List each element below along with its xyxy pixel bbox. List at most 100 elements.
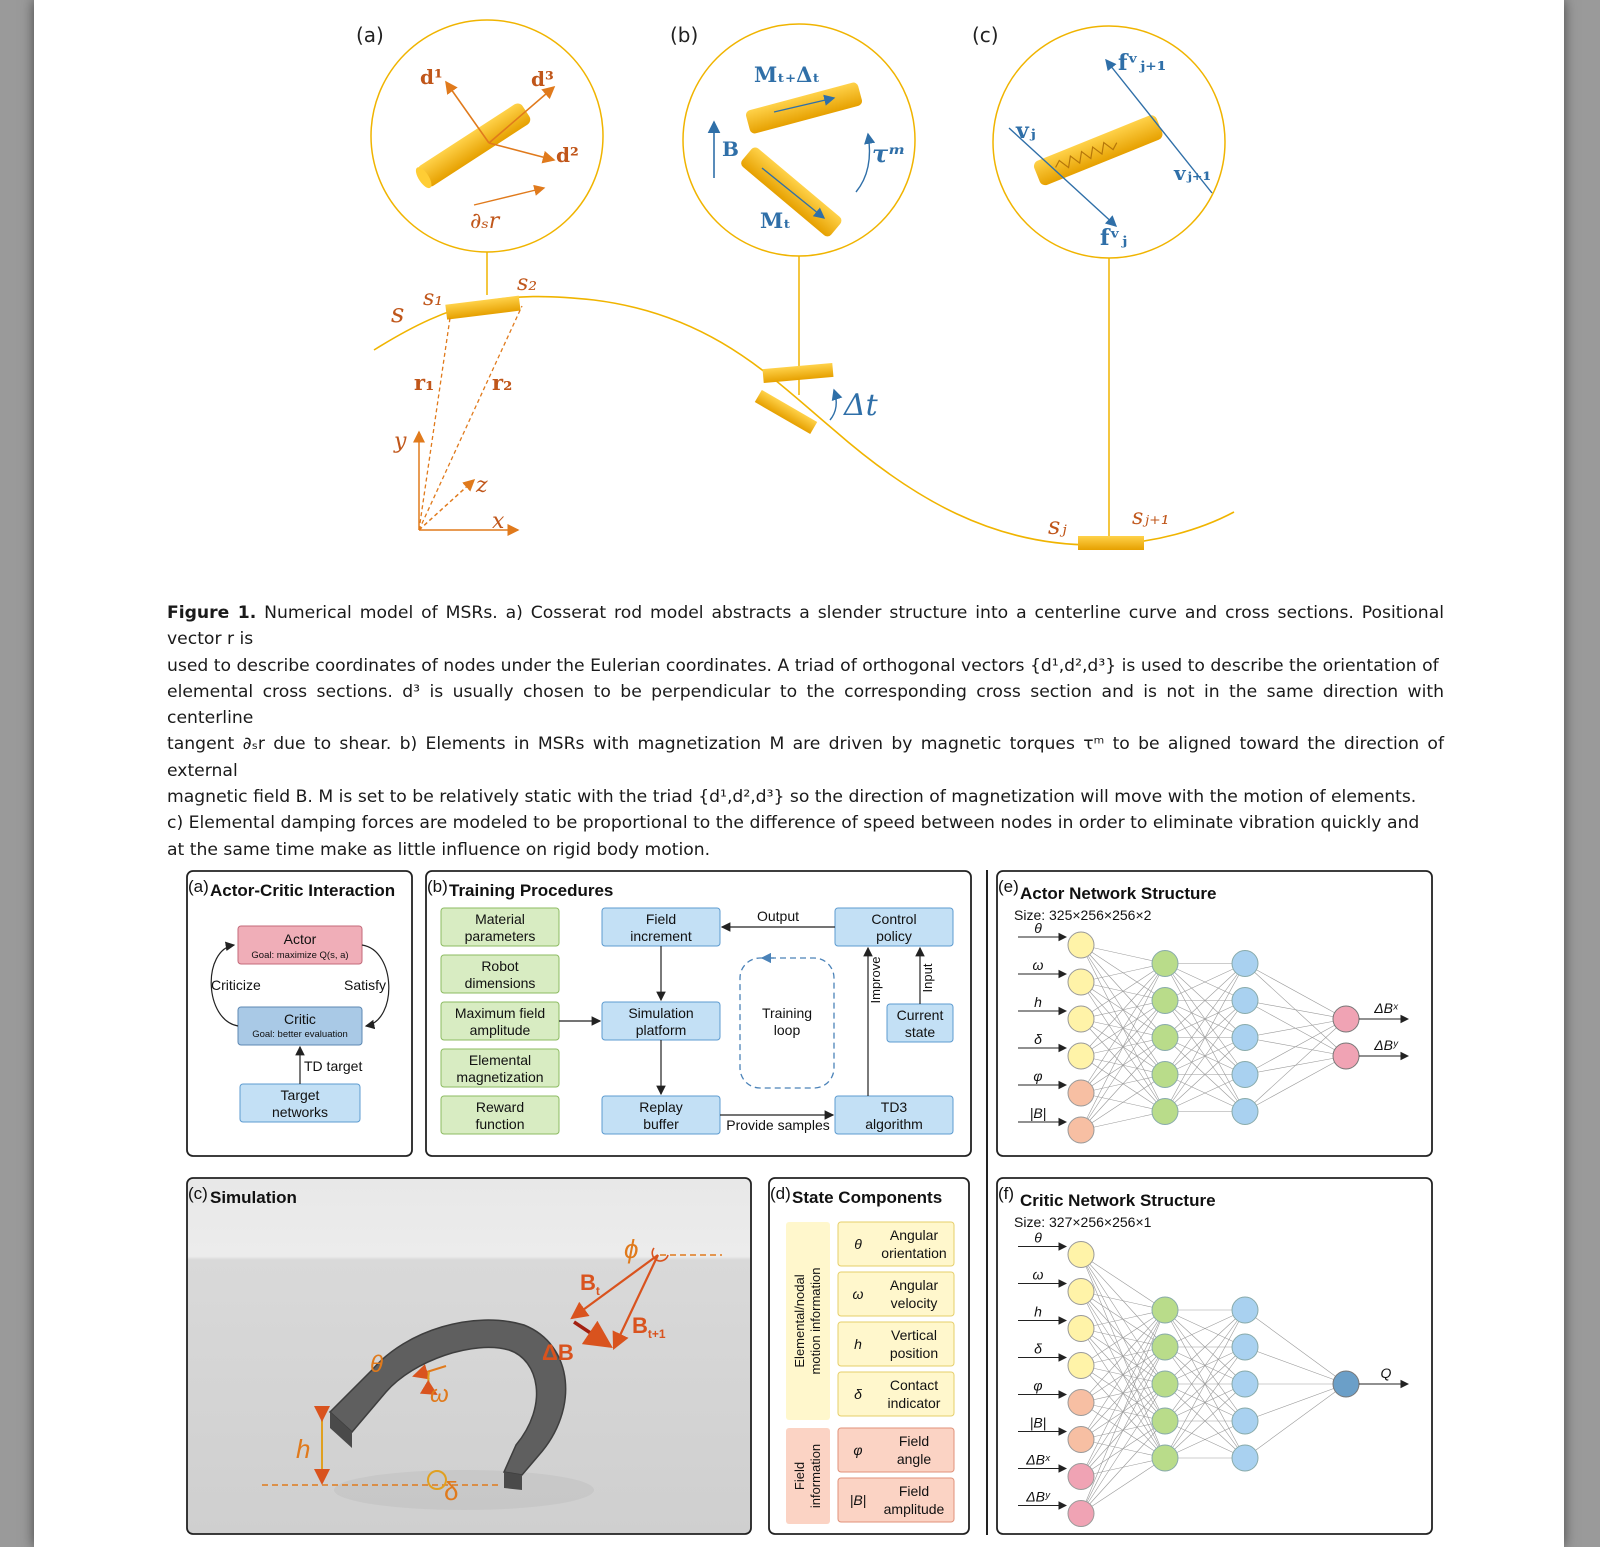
- state-item-symbol: φ: [853, 1442, 862, 1458]
- state-item-label: Field: [899, 1483, 929, 1499]
- network-connection: [1244, 1346, 1347, 1385]
- hidden-neuron-1: [1151, 950, 1179, 977]
- network-connection: [1080, 1000, 1166, 1020]
- input-neuron: [1067, 1005, 1095, 1033]
- label-d1: d¹: [420, 65, 443, 89]
- network-input-label: θ: [1034, 920, 1042, 936]
- network-connection: [1080, 963, 1166, 1020]
- svg-text:algorithm: algorithm: [865, 1116, 923, 1132]
- soft-robot-arch: [328, 1319, 567, 1476]
- state-item-symbol: h: [854, 1336, 862, 1352]
- network-input-label: ΔBʸ: [1025, 1489, 1051, 1505]
- hidden-neuron-2: [1231, 987, 1259, 1014]
- network-connection: [1080, 1037, 1166, 1131]
- network-connection: [1080, 1291, 1166, 1385]
- svg-text:Reward: Reward: [476, 1099, 524, 1115]
- svg-text:Elemental/nodal: Elemental/nodal: [792, 1274, 807, 1367]
- panel-c-title: Simulation: [210, 1188, 297, 1207]
- state-item-symbol: ω: [853, 1286, 864, 1302]
- caption-line-3: elemental cross sections. d³ is usually …: [167, 681, 1444, 729]
- network-connection: [1164, 1383, 1246, 1422]
- network-connection: [1164, 963, 1246, 1001]
- network-connection: [1164, 1000, 1246, 1075]
- network-connection: [1080, 944, 1166, 1001]
- network-connection: [1164, 1383, 1246, 1459]
- svg-text:Maximum field: Maximum field: [455, 1005, 545, 1021]
- input-neuron: [1067, 1116, 1095, 1144]
- network-connection: [1080, 1254, 1166, 1311]
- network-connection: [1164, 1037, 1246, 1075]
- omega-arrow: [419, 1371, 438, 1396]
- network-connection: [1080, 1365, 1166, 1385]
- panel-f-size: Size: 327×256×256×1: [1014, 1214, 1152, 1230]
- panel-f-tag: (f): [998, 1184, 1014, 1203]
- label-v-j: vⱼ: [1015, 118, 1036, 144]
- caption-line-1: Numerical model of MSRs. a) Cosserat rod…: [167, 603, 1445, 650]
- caption-label: Figure 1.: [167, 603, 257, 623]
- network-connection: [1080, 963, 1166, 983]
- bt-label: Bt: [580, 1270, 600, 1298]
- caption-line-7: at the same time make as little influenc…: [167, 839, 711, 860]
- network-input-label: θ: [1034, 1230, 1042, 1246]
- input-neuron: [1067, 1352, 1095, 1379]
- svg-text:TD3: TD3: [881, 1099, 908, 1115]
- current-state-box: [886, 1003, 954, 1043]
- contact-marker: [427, 1470, 447, 1490]
- svg-text:Material: Material: [475, 911, 525, 927]
- network-connection: [1080, 1328, 1166, 1459]
- network-connection: [1164, 1309, 1246, 1459]
- network-connection: [1080, 1000, 1166, 1094]
- network-connection: [1080, 1402, 1166, 1422]
- network-connection: [1244, 1309, 1347, 1385]
- rod-element-b-lower: [754, 389, 818, 435]
- network-connection: [1244, 1383, 1347, 1459]
- state-item-box: [837, 1321, 955, 1367]
- panel-e-frame: [996, 870, 1433, 1157]
- network-connection: [1164, 1309, 1246, 1422]
- figure-1-caption: Figure 1. Numerical model of MSRs. a) Co…: [167, 600, 1444, 863]
- network-connection: [1164, 963, 1246, 1112]
- network-connection: [1080, 1018, 1166, 1075]
- network-input-label: δ: [1034, 1031, 1042, 1047]
- label-s: s: [391, 299, 404, 329]
- input-label: Input: [920, 963, 935, 992]
- panel-d-title: State Components: [792, 1188, 942, 1207]
- output-neuron: [1332, 1005, 1360, 1033]
- label-f-j: fᵛⱼ: [1100, 225, 1127, 251]
- network-connection: [1164, 1000, 1246, 1075]
- state-items: θAngularorientationωAngularvelocityhVert…: [837, 1221, 955, 1523]
- network-connection: [1080, 1309, 1166, 1329]
- network-connection: [1080, 1328, 1166, 1385]
- d3-arrow: [488, 85, 556, 144]
- label-y: y: [393, 429, 407, 454]
- network-connection: [1244, 1018, 1347, 1075]
- network-connection: [1164, 1346, 1246, 1385]
- network-connection: [1164, 1346, 1246, 1422]
- label-dsr: ∂ₛr: [470, 209, 501, 234]
- network-connection: [1244, 1055, 1347, 1075]
- label-m-next: Mₜ₊Δₜ: [754, 62, 820, 87]
- network-input-label: ΔBˣ: [1025, 1452, 1051, 1468]
- replay-buffer-box: [601, 1095, 721, 1135]
- input-neuron: [1067, 1500, 1095, 1527]
- svg-text:Current: Current: [897, 1007, 944, 1023]
- motion-group: [786, 1222, 830, 1420]
- label-dt: Δt: [843, 388, 879, 423]
- network-connection: [1080, 1346, 1166, 1403]
- network-connection: [1080, 1328, 1166, 1348]
- network-connection: [1080, 1254, 1166, 1385]
- label-s-j: sⱼ: [1048, 512, 1067, 540]
- satisfy-arrow: [361, 944, 390, 1030]
- network-connection: [1164, 1309, 1246, 1459]
- label-r1: r₁: [414, 370, 434, 395]
- panel-label-c: (c): [972, 23, 999, 47]
- network-input-label: |B|: [1030, 1105, 1047, 1121]
- panel-f-title: Critic Network Structure: [1020, 1191, 1216, 1210]
- network-connection: [1080, 1037, 1166, 1057]
- network-input-label: |B|: [1030, 1415, 1047, 1431]
- panel-b-tag: (b): [427, 877, 448, 896]
- hidden-neuron-1: [1151, 1370, 1179, 1398]
- svg-text:Simulation: Simulation: [628, 1005, 693, 1021]
- network-connection: [1080, 1309, 1166, 1514]
- state-item-label: velocity: [891, 1295, 938, 1311]
